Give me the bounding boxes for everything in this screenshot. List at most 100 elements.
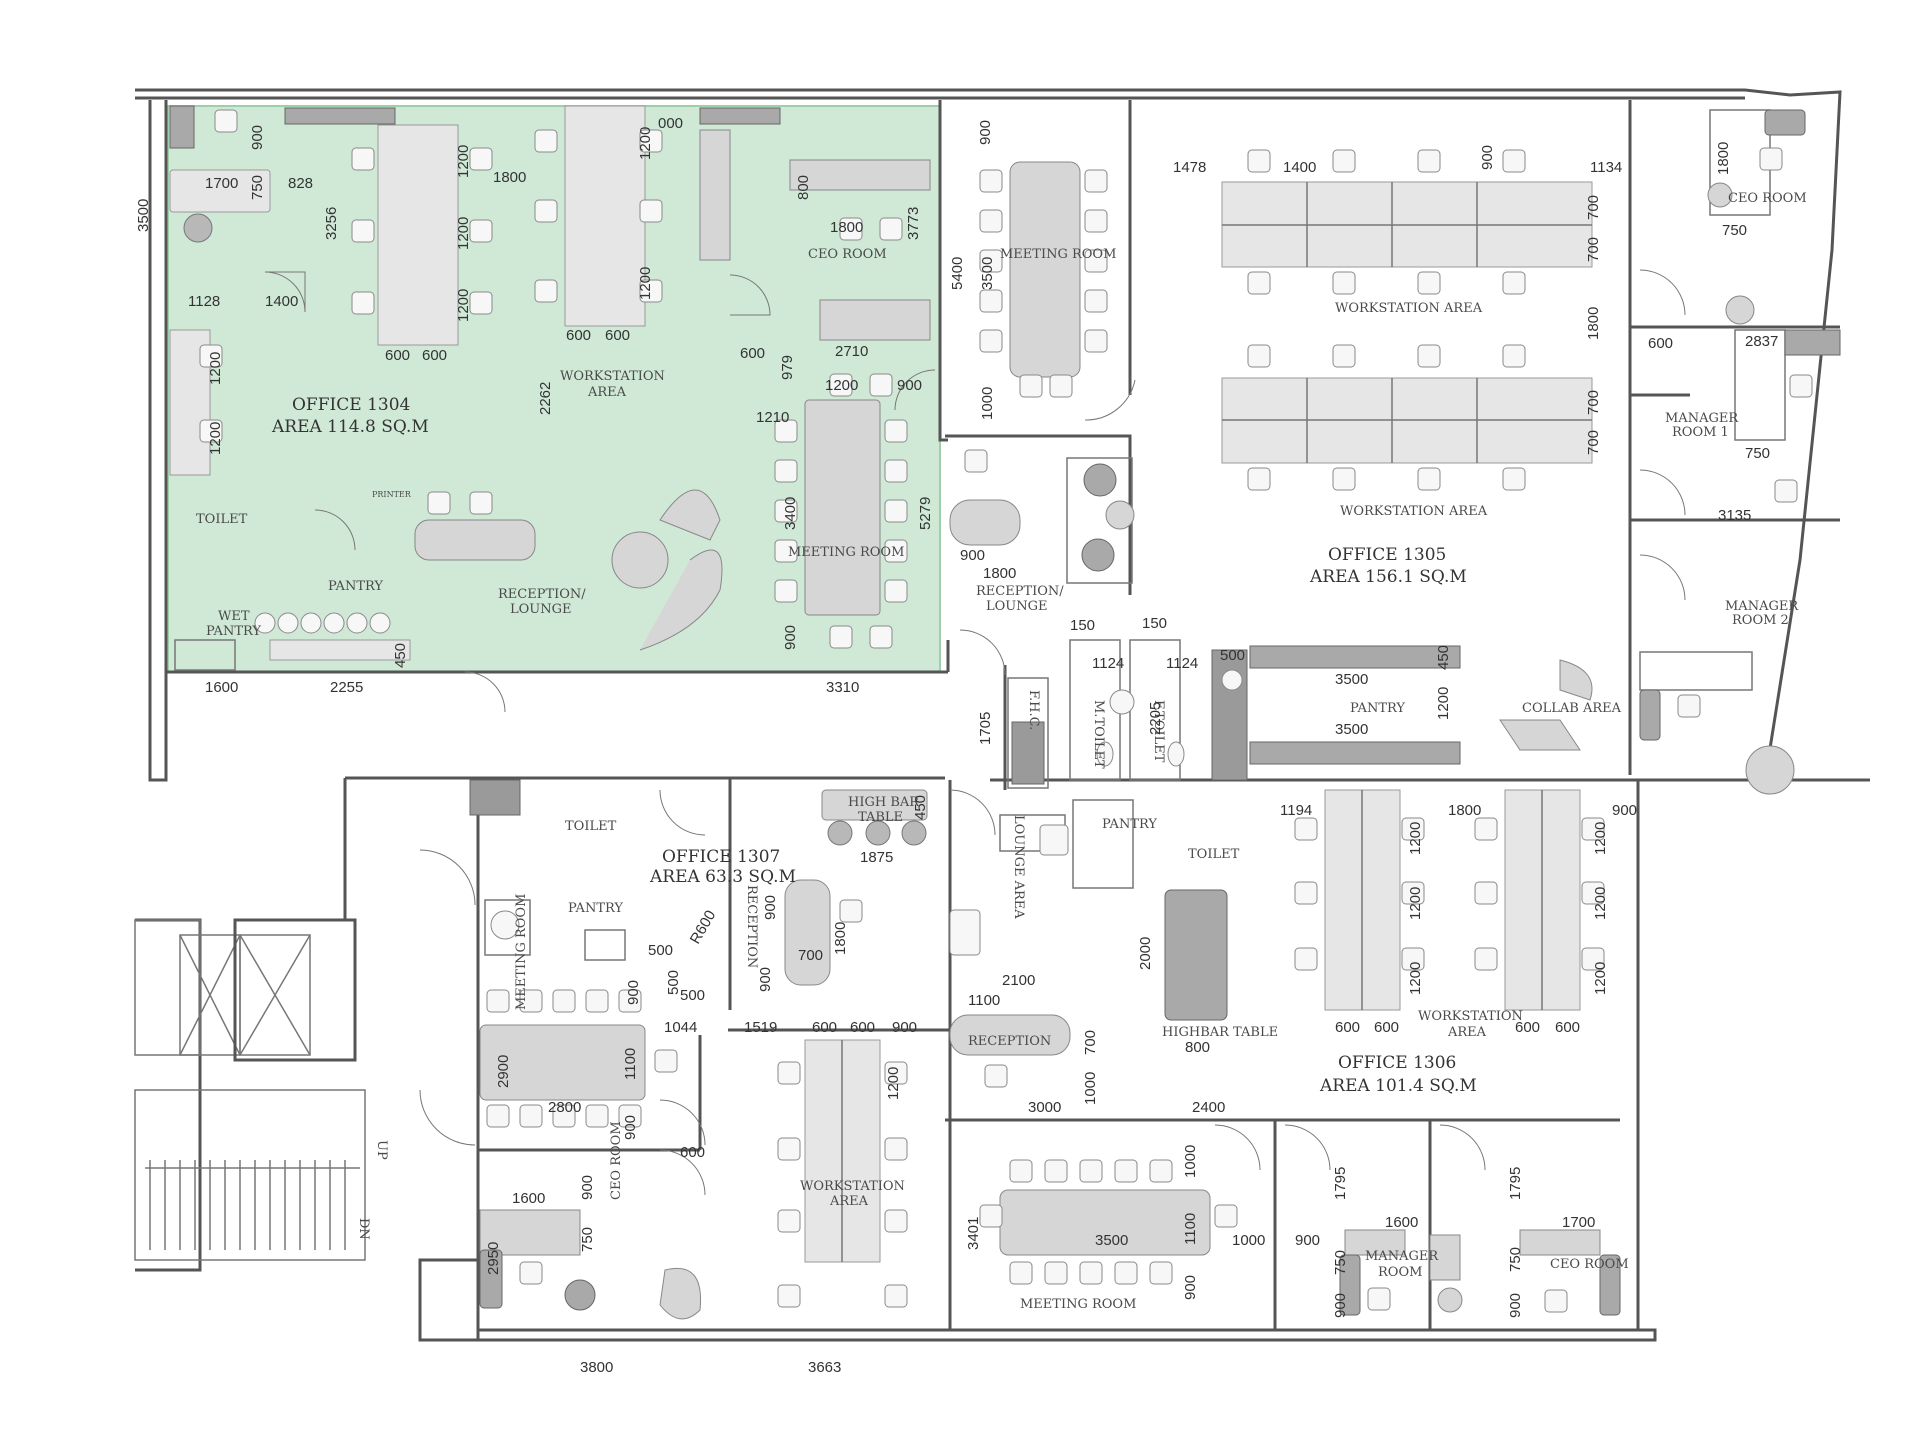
chair: [1019, 374, 1043, 398]
chair: [1417, 344, 1441, 368]
chair: [1401, 881, 1425, 905]
dim: 900: [762, 895, 779, 920]
printer-label: PRINTER: [372, 490, 412, 499]
dim: 1200: [455, 289, 472, 322]
dim: 750: [1507, 1247, 1524, 1272]
chair: [519, 1104, 543, 1128]
chair: [534, 279, 558, 303]
chair: [1332, 271, 1356, 295]
office-1305-name: OFFICE 1305: [1328, 545, 1446, 565]
chair: [774, 419, 798, 443]
lounge-label-1304: LOUNGE: [510, 602, 572, 617]
dim: 750: [1722, 222, 1747, 239]
dim: 1795: [1332, 1167, 1349, 1200]
chair: [534, 199, 558, 223]
wet-pantry-label-2: PANTRY: [206, 624, 261, 639]
dim: 900: [1182, 1275, 1199, 1300]
office-1304-area: AREA 114.8 SQ.M: [271, 417, 429, 437]
dim: 700: [1585, 430, 1602, 455]
fhc-label: F.H.C.: [1026, 690, 1041, 730]
dim: 900: [1507, 1293, 1524, 1318]
chair: [1332, 149, 1356, 173]
dim: 1200: [1435, 687, 1452, 720]
chair: [1401, 947, 1425, 971]
chair: [1084, 169, 1108, 193]
dim: 1200: [1592, 822, 1609, 855]
dim: 1194: [1280, 802, 1312, 819]
dim: 1128: [188, 293, 220, 310]
lounge-area-label-1306: LOUNGE AREA: [1011, 815, 1026, 919]
dim: 3500: [979, 257, 996, 290]
workstation-label-1304b: AREA: [587, 385, 627, 400]
chair: [1079, 1159, 1103, 1183]
dim: 1200: [1592, 962, 1609, 995]
chair: [1367, 1287, 1391, 1311]
pantry-label-1305: PANTRY: [1350, 701, 1405, 716]
chair: [1774, 479, 1798, 503]
chair: [1084, 329, 1108, 353]
dim: 700: [798, 947, 823, 964]
chair: [214, 109, 238, 133]
dim: 900: [1479, 145, 1496, 170]
chair: [1247, 149, 1271, 173]
chair: [1502, 149, 1526, 173]
dim: 1100: [968, 992, 1000, 1009]
chair: [1294, 817, 1318, 841]
chair: [1759, 147, 1783, 171]
toilet-core: [1007, 639, 1248, 789]
dim: 2837: [1745, 333, 1778, 350]
chair: [618, 1104, 642, 1128]
dim: 750: [1332, 1250, 1349, 1275]
dim: 500: [665, 970, 682, 995]
chair: [979, 249, 1003, 273]
chair: [534, 129, 558, 153]
chair: [884, 1137, 908, 1161]
chair: [979, 209, 1003, 233]
dim: 600: [1515, 1019, 1540, 1036]
dim: 450: [912, 795, 929, 820]
chair: [884, 1061, 908, 1085]
dim: 3000: [1028, 1099, 1061, 1116]
dim: 1519: [744, 1019, 777, 1036]
workstation-label-1307b: AREA: [829, 1194, 869, 1209]
dim: 1210: [756, 409, 789, 426]
chair: [1502, 344, 1526, 368]
chair: [1581, 881, 1605, 905]
dim: 1200: [207, 352, 224, 385]
chair: [585, 1104, 609, 1128]
dim: 600: [850, 1019, 875, 1036]
dim: 900: [1332, 1293, 1349, 1318]
chair: [1332, 344, 1356, 368]
dim: 1000: [1232, 1232, 1265, 1249]
dim: 1800: [983, 565, 1016, 582]
dim: 500: [648, 942, 673, 959]
chair: [1084, 209, 1108, 233]
pantry-label-1306: PANTRY: [1102, 817, 1157, 832]
chair: [469, 219, 493, 243]
chair: [486, 1104, 510, 1128]
chair: [964, 449, 988, 473]
chair: [639, 199, 663, 223]
chair: [351, 291, 375, 315]
meeting-room-label-1304: MEETING ROOM: [788, 545, 904, 560]
dim: 2900: [495, 1055, 512, 1088]
dim: 3400: [782, 497, 799, 530]
dim: 600: [740, 345, 765, 362]
dim: 900: [892, 1019, 917, 1036]
chair: [1677, 694, 1701, 718]
chair: [618, 989, 642, 1013]
chair: [839, 217, 863, 241]
wet-pantry-label-1: WET: [218, 609, 250, 624]
office-1307-area: AREA 63.3 SQ.M: [649, 867, 796, 887]
dim: 500: [680, 987, 705, 1004]
dim: 700: [1082, 1030, 1099, 1055]
dim: 600: [385, 347, 410, 364]
dim: 1124: [1092, 655, 1124, 672]
toilet-label-1307: TOILET: [565, 819, 617, 834]
reception-label-1304: RECEPTION/: [498, 587, 586, 602]
ceo-room-label-1305: CEO ROOM: [1728, 191, 1807, 206]
dim: 1200: [207, 422, 224, 455]
chair: [199, 344, 223, 368]
dim: 3135: [1718, 507, 1751, 524]
